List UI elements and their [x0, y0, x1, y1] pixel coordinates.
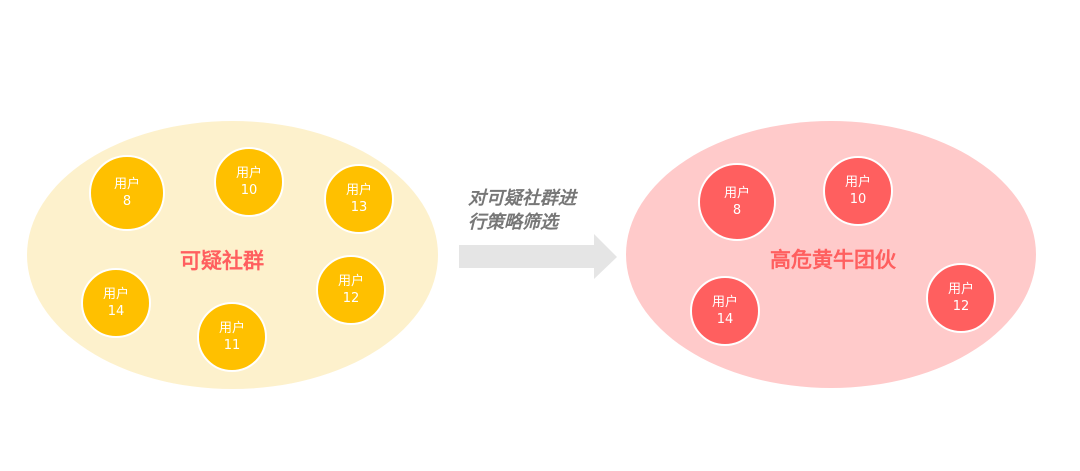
arrow-caption: 对可疑社群进行策略筛选 [468, 188, 576, 233]
suspect-group-title: 可疑社群 [180, 249, 264, 273]
high-risk-group-title: 高危黄牛团伙 [770, 248, 896, 272]
high-risk-group-ellipse [626, 121, 1036, 388]
right-arrow-icon [459, 234, 617, 279]
